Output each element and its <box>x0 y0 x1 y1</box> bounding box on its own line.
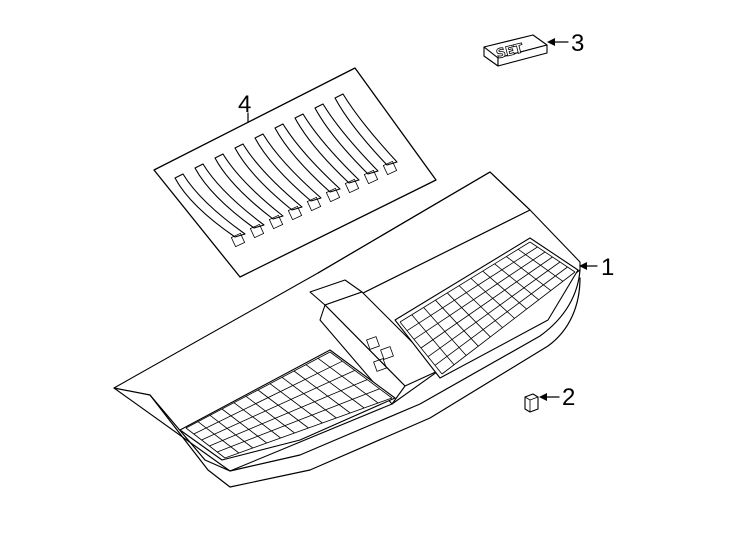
mesh-line <box>441 271 576 375</box>
mesh-line <box>434 266 568 366</box>
callout-3: 3 <box>571 30 584 57</box>
mesh-line <box>185 351 331 429</box>
mesh-line <box>224 397 393 459</box>
mesh-line <box>209 415 254 449</box>
insert-bar-tab <box>268 214 284 230</box>
part-4-insert-panel <box>153 67 437 278</box>
callout-1: 1 <box>601 254 614 281</box>
mesh-line <box>209 379 368 447</box>
mesh-line <box>427 261 561 357</box>
insert-bar <box>254 133 322 202</box>
mesh-line <box>257 389 309 429</box>
mesh-line <box>420 256 553 349</box>
mesh-line <box>221 408 267 444</box>
grille-mesh-left <box>185 351 393 459</box>
insert-bar-tab <box>306 196 322 212</box>
insert-bar <box>174 173 246 238</box>
callout-2: 2 <box>562 384 575 411</box>
mesh-line <box>406 246 538 332</box>
mesh-line <box>185 427 226 459</box>
mesh-line <box>233 402 281 439</box>
insert-bar-tab <box>382 160 398 176</box>
mesh-line <box>293 370 351 414</box>
grille-mesh-right <box>399 241 576 375</box>
part-2-clip <box>524 393 539 413</box>
insert-bar-tab <box>230 232 246 248</box>
mesh-line <box>317 358 379 404</box>
mesh-line <box>197 421 240 454</box>
mesh-line <box>193 360 343 435</box>
mesh-line <box>201 370 355 441</box>
insert-bar <box>234 143 303 211</box>
insert-bar-tab <box>249 223 265 239</box>
insert-bars <box>174 93 398 248</box>
mesh-line <box>269 383 323 424</box>
insert-bar-tab <box>363 169 379 185</box>
insert-bar <box>294 113 360 184</box>
insert-bar <box>214 153 284 220</box>
mesh-line <box>305 364 365 409</box>
mesh-line <box>329 351 393 399</box>
leader-lines <box>247 38 598 401</box>
mesh-line <box>217 388 380 453</box>
insert-bar-tab <box>287 205 303 221</box>
part-1-grille-assembly <box>113 171 581 488</box>
part-3-emblem: SET <box>483 34 548 67</box>
mesh-line <box>413 251 546 340</box>
insert-bar-tab <box>344 178 360 194</box>
insert-bar <box>194 163 265 229</box>
callout-4: 4 <box>238 91 251 118</box>
insert-bar <box>274 123 341 193</box>
insert-bar <box>314 103 379 175</box>
emblem-text: SET <box>495 41 525 62</box>
mesh-line <box>399 241 531 323</box>
mesh-line <box>281 377 337 419</box>
insert-bar-tab <box>325 187 341 203</box>
insert-bar <box>334 93 398 166</box>
mesh-line <box>245 396 295 434</box>
